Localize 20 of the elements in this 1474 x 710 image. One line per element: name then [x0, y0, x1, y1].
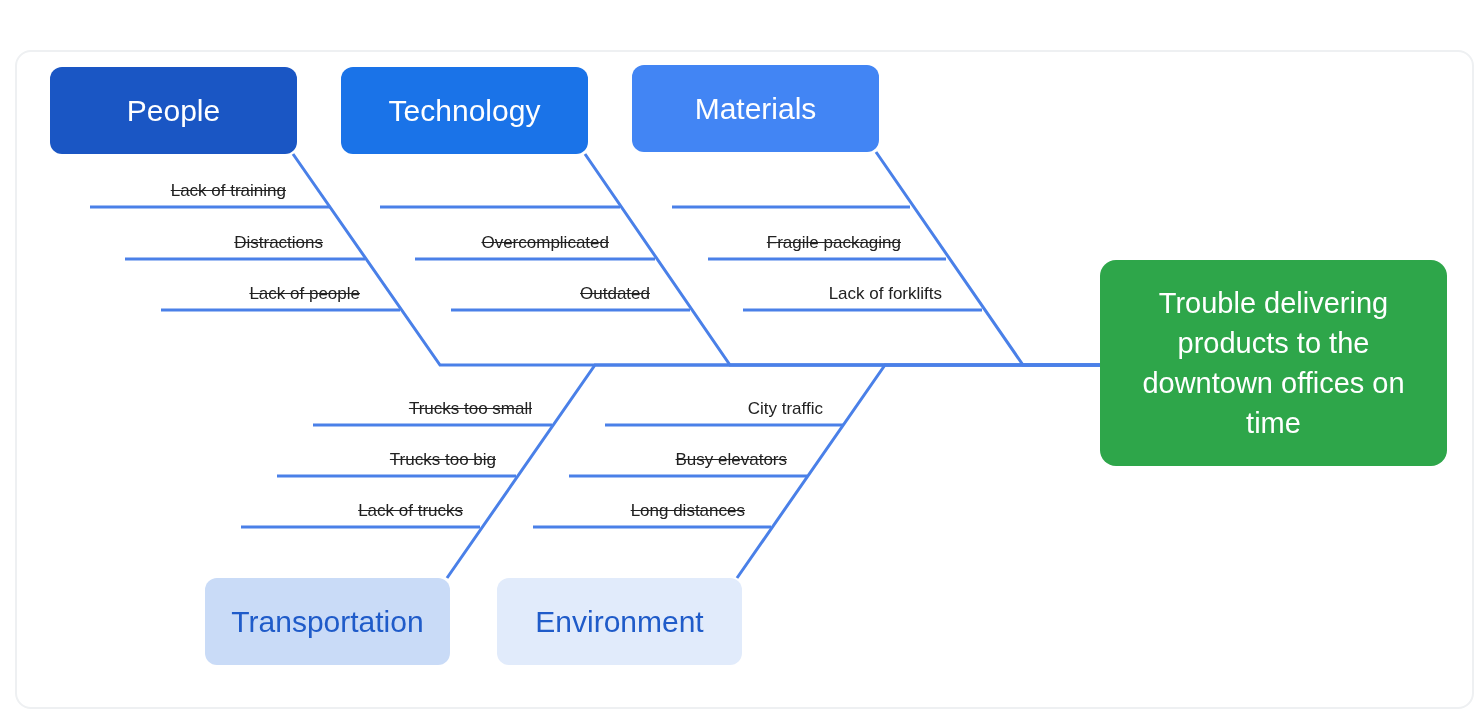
- category-box: Environment: [497, 578, 742, 665]
- cause-text: Long distances: [630, 501, 745, 521]
- cause-text: City traffic: [747, 399, 823, 419]
- cause-text: Trucks too small: [408, 399, 532, 419]
- cause-text: Lack of forklifts: [828, 284, 942, 304]
- cause-text: Trucks too big: [389, 450, 496, 470]
- category-box: Transportation: [205, 578, 450, 665]
- cause-text: Distractions: [234, 233, 323, 253]
- fishbone-line: [735, 363, 1100, 579]
- cause-text: Lack of people: [249, 284, 360, 304]
- cause-text: Fragile packaging: [766, 233, 901, 253]
- category-box: Technology: [341, 67, 588, 154]
- category-box: Materials: [632, 65, 879, 152]
- category-box: People: [50, 67, 297, 154]
- cause-text: Lack of trucks: [358, 501, 463, 521]
- cause-text: Lack of training: [170, 181, 286, 201]
- cause-text: Busy elevators: [675, 450, 787, 470]
- cause-text: Overcomplicated: [481, 233, 609, 253]
- cause-text: Outdated: [580, 284, 650, 304]
- effect-box: Trouble delivering products to the downtown offices on time: [1100, 260, 1447, 466]
